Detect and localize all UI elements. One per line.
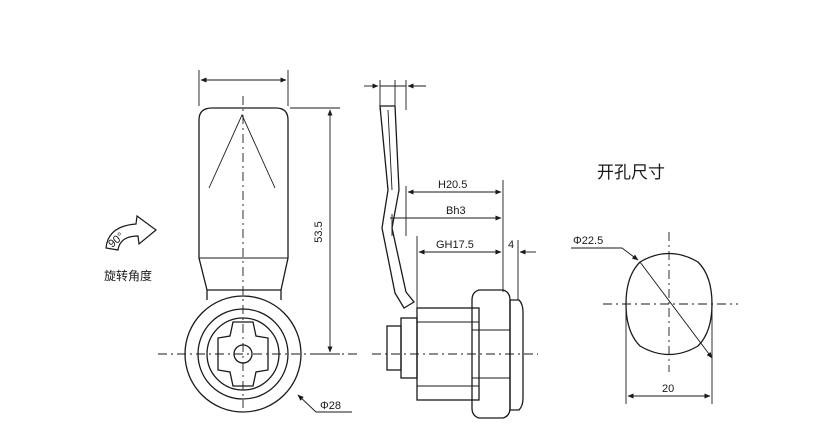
lever-handle-outline — [198, 107, 289, 291]
b-dimension-label: Bh3 — [446, 205, 466, 217]
side-hex-nut — [471, 289, 511, 419]
key-plug — [217, 321, 269, 387]
cutout-width-label: 20 — [662, 383, 674, 395]
handle-arrow-mark — [208, 113, 276, 189]
side-view: H20.5 Bh3 GH17.5 4 — [364, 80, 538, 419]
face-inner-circle — [206, 317, 280, 391]
curved-arrow-icon — [105, 214, 157, 251]
face-ring-circle — [197, 308, 289, 400]
side-washer — [400, 317, 418, 379]
side-flange — [509, 299, 524, 411]
side-lever-inner — [387, 109, 393, 191]
front-view: 53.5 Φ28 — [158, 70, 358, 413]
cutout-view: 开孔尺寸 Φ22.5 20 — [571, 163, 738, 404]
cutout-diameter-line — [639, 261, 713, 359]
key-hole — [233, 344, 253, 364]
thread-length-label: 4 — [508, 239, 514, 251]
face-diameter-label: Φ28 — [320, 400, 341, 412]
rotation-indicator: 90° 旋转角度 — [104, 214, 157, 283]
h-dimension-label: H20.5 — [438, 179, 467, 191]
side-lever-profile — [379, 105, 415, 309]
face-diameter-leader — [297, 394, 352, 413]
cutout-title: 开孔尺寸 — [597, 163, 665, 183]
g-dimension-label: GH17.5 — [436, 239, 474, 251]
length-dimension-label: 53.5 — [313, 221, 325, 242]
side-shaft-end — [386, 325, 402, 371]
cutout-diameter-label: Φ22.5 — [573, 235, 603, 247]
cutout-diameter-leader — [571, 247, 639, 261]
rotation-angle-caption: 旋转角度 — [104, 268, 152, 283]
face-outer-circle — [184, 295, 302, 413]
